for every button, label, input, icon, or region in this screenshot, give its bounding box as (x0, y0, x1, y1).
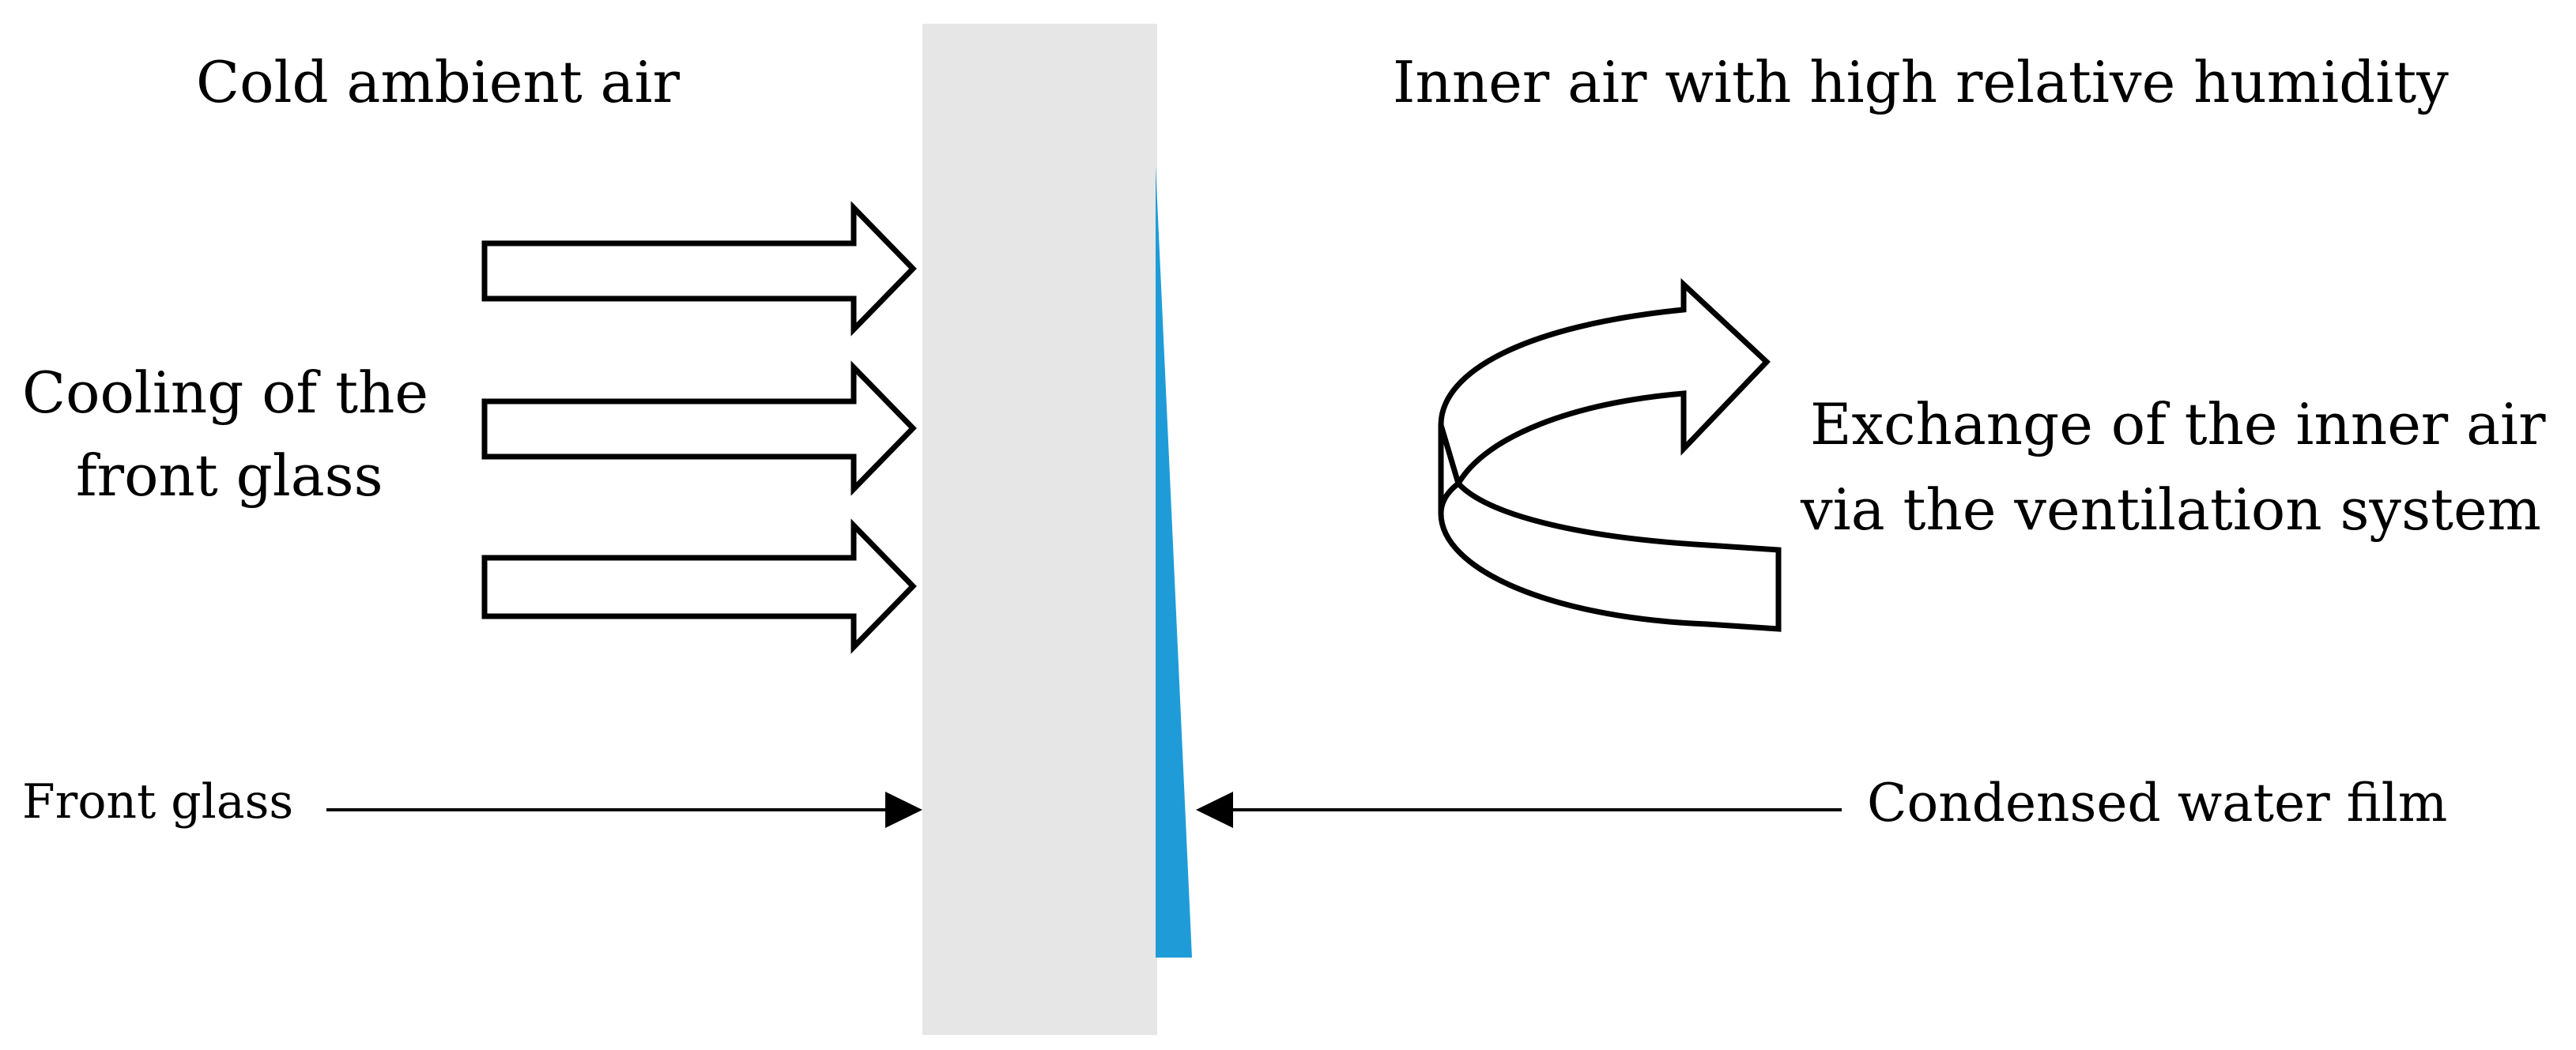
inner-air-label: Inner air with high relative humidity (1393, 49, 2449, 115)
exchange-label-line1: Exchange of the inner air (1810, 391, 2546, 457)
cooling-label-line2: front glass (76, 442, 383, 509)
circulation-arrow (1438, 277, 1782, 632)
front-glass-pane (922, 24, 1157, 1035)
water-film-pointer (1196, 792, 1842, 828)
cold-air-arrow-1 (481, 201, 917, 337)
water-film-wedge (1156, 166, 1192, 958)
cold-air-arrow-2 (481, 360, 917, 496)
cold-air-arrow-3 (481, 518, 917, 654)
cold-air-label: Cold ambient air (196, 49, 680, 115)
water-film-label: Condensed water film (1867, 773, 2448, 834)
front-glass-label: Front glass (22, 774, 294, 830)
exchange-label-line2: via the ventilation system (1801, 476, 2541, 543)
cooling-label-line1: Cooling of the (22, 359, 428, 426)
front-glass-pointer (326, 792, 922, 828)
